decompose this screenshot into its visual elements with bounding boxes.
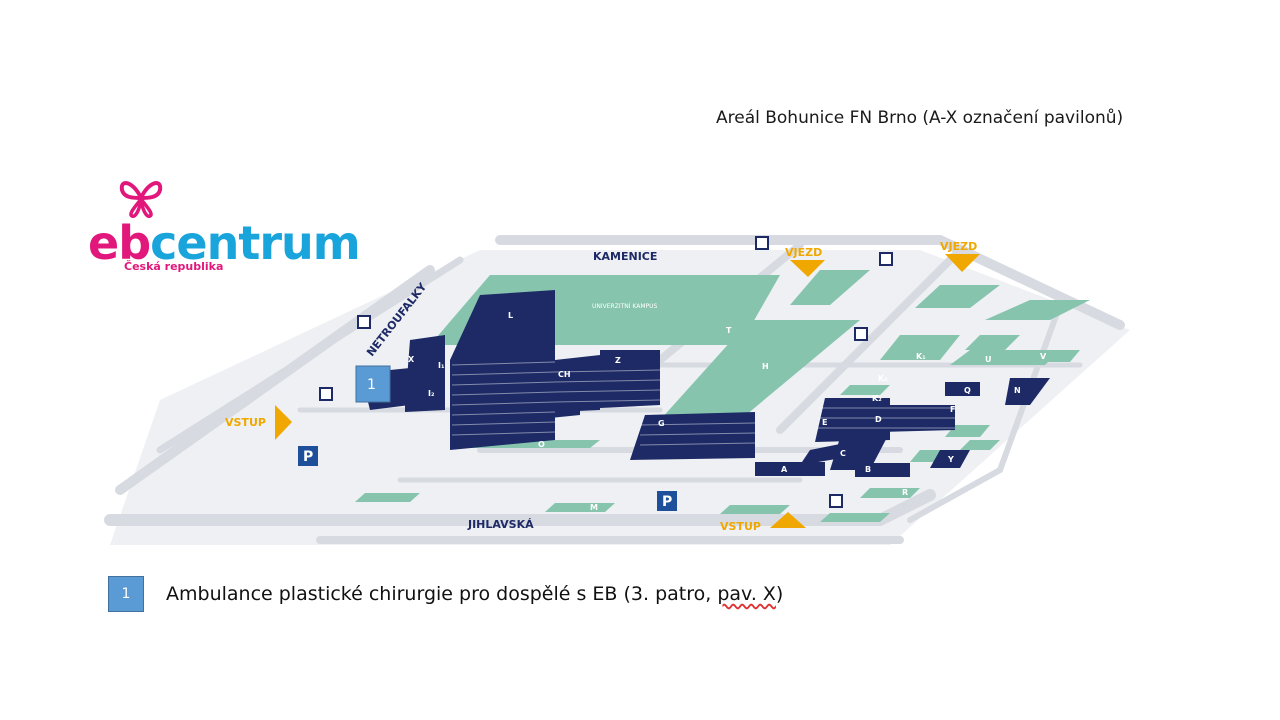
stop-icon-5: [829, 494, 843, 508]
vstup-arrow-bottom-icon: [770, 512, 806, 528]
legend-text: Ambulance plastické chirurgie pro dospěl…: [166, 583, 783, 605]
legend-marker: 1: [108, 576, 144, 612]
pavilion-u: U: [985, 355, 992, 364]
pavilion-k1: K₁: [916, 352, 926, 361]
pavilion-h: H: [762, 362, 769, 371]
campus-label: UNIVERZITNÍ KAMPUS: [592, 303, 658, 310]
building-floor-lines: [451, 361, 955, 446]
logo-centrum: centrum: [150, 216, 361, 270]
pavilion-z: Z: [615, 356, 621, 365]
logo-eb: eb: [88, 216, 151, 270]
stop-icon-2: [319, 387, 333, 401]
pavilion-x: X: [408, 355, 415, 364]
vstup-label-left: VSTUP: [225, 416, 266, 429]
parking-signs: P P: [298, 446, 677, 511]
pavilion-g: G: [658, 419, 665, 428]
map-marker-label: 1: [367, 377, 376, 393]
pavilion-i1: I₁: [438, 361, 445, 370]
stop-icon-4: [879, 252, 893, 266]
legend-text-end: ): [775, 583, 784, 605]
vstup-arrow-left-icon: [275, 405, 292, 440]
butterfly-icon: [119, 181, 163, 218]
pavilion-v: V: [1040, 352, 1047, 361]
legend-text-main: Ambulance plastické chirurgie pro dospěl…: [166, 583, 718, 605]
pavilion-n: N: [1014, 386, 1021, 395]
stop-icon-1: [357, 315, 371, 329]
vstup-label-bottom: VSTUP: [720, 520, 761, 533]
pavilion-o: O: [538, 440, 545, 449]
campus-map: KAMENICE JIHLAVSKÁ NETROUFALKY VJEZD VJE…: [104, 235, 1130, 545]
vjezd-label-2: VJEZD: [940, 240, 977, 253]
logo-subtitle: Česká republika: [124, 260, 224, 273]
pavilion-a: A: [781, 465, 788, 474]
pavilion-q: Q: [964, 386, 971, 395]
transport-stops: [319, 236, 893, 508]
stop-icon-6: [854, 327, 868, 341]
pavilion-e: E: [822, 418, 827, 427]
street-kamenice: KAMENICE: [593, 250, 657, 263]
parking-label-2: P: [662, 494, 672, 510]
pavilion-k2: K₂: [872, 394, 882, 403]
pavilion-d: D: [875, 415, 882, 424]
parking-label-1: P: [303, 449, 313, 465]
vjezd-arrow-1-icon: [790, 260, 825, 277]
street-jihlavska: JIHLAVSKÁ: [467, 518, 534, 531]
ebcentrum-logo: ebcentrum Česká republika: [88, 176, 378, 276]
legend-text-pavilion: pav. X: [717, 583, 776, 605]
parking-icon-1: [298, 446, 318, 466]
pavilion-f: F: [950, 405, 955, 414]
parking-icon-2: [657, 491, 677, 511]
pavilion-c: C: [840, 449, 846, 458]
pavilion-k3: K₃: [878, 374, 888, 383]
buildings: [365, 290, 1050, 477]
pavilion-b: B: [865, 465, 871, 474]
pavilion-m: M: [590, 503, 598, 512]
pavilion-r: R: [902, 488, 908, 497]
pavilion-ch: CH: [558, 370, 571, 379]
pavilion-l: L: [508, 311, 513, 320]
map-marker-1[interactable]: [355, 365, 391, 403]
pavilion-y: Y: [947, 455, 954, 464]
page-title: Areál Bohunice FN Brno (A-X označení pav…: [716, 108, 1124, 128]
pavilion-t: T: [726, 326, 732, 335]
pavilion-i2: I₂: [428, 389, 435, 398]
vjezd-label-1: VJEZD: [785, 246, 822, 259]
logo-wordmark: ebcentrum: [88, 220, 361, 266]
entry-arrows: [275, 254, 980, 528]
stop-icon-3: [755, 236, 769, 250]
vjezd-arrow-2-icon: [945, 254, 980, 272]
